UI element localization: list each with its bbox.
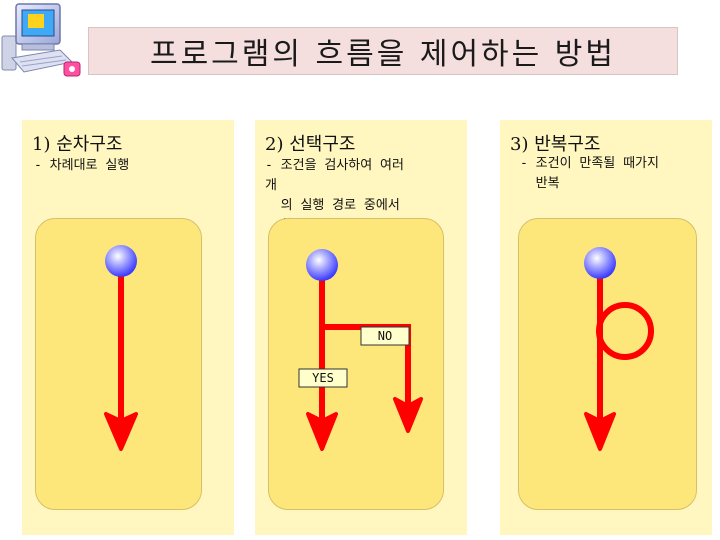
start-node [584, 247, 616, 279]
panel-description: - 차례대로 실행 [34, 156, 129, 176]
yes-label: YES [312, 371, 334, 385]
repetition-flow-diagram [519, 219, 696, 509]
panel-sequential: 1) 순차구조 - 차례대로 실행 [22, 120, 234, 535]
flow-diagram-box [518, 218, 697, 510]
panel-description: - 조건이 만족될 때가지 반복 [520, 154, 659, 194]
panel-repetition: 3) 반복구조 - 조건이 만족될 때가지 반복 [500, 120, 712, 535]
no-label: NO [378, 329, 392, 343]
panel-heading: 3) 반복구조 [510, 130, 600, 156]
panel-selection: 2) 선택구조 - 조건을 검사하여 여러 개 의 실행 경로 중에서 하나를 … [255, 120, 467, 535]
panel-heading: 2) 선택구조 [265, 130, 355, 156]
loop-line [599, 305, 651, 357]
down-arrowhead [308, 414, 336, 449]
selection-flow-diagram: NO YES [269, 219, 443, 509]
title-banner: 프로그램의 흐름을 제어하는 방법 [88, 27, 678, 75]
down-arrowhead [586, 414, 614, 449]
page-title: 프로그램의 흐름을 제어하는 방법 [150, 29, 616, 73]
start-node [306, 249, 338, 281]
down-arrowhead [106, 414, 136, 449]
computer-icon [0, 0, 90, 85]
down-arrowhead [395, 399, 421, 431]
panel-heading: 1) 순차구조 [32, 130, 122, 156]
flow-diagram-box: NO YES [268, 218, 444, 510]
flow-diagram-box [35, 218, 202, 510]
sequential-flow-diagram [36, 219, 201, 509]
start-node [105, 245, 137, 277]
